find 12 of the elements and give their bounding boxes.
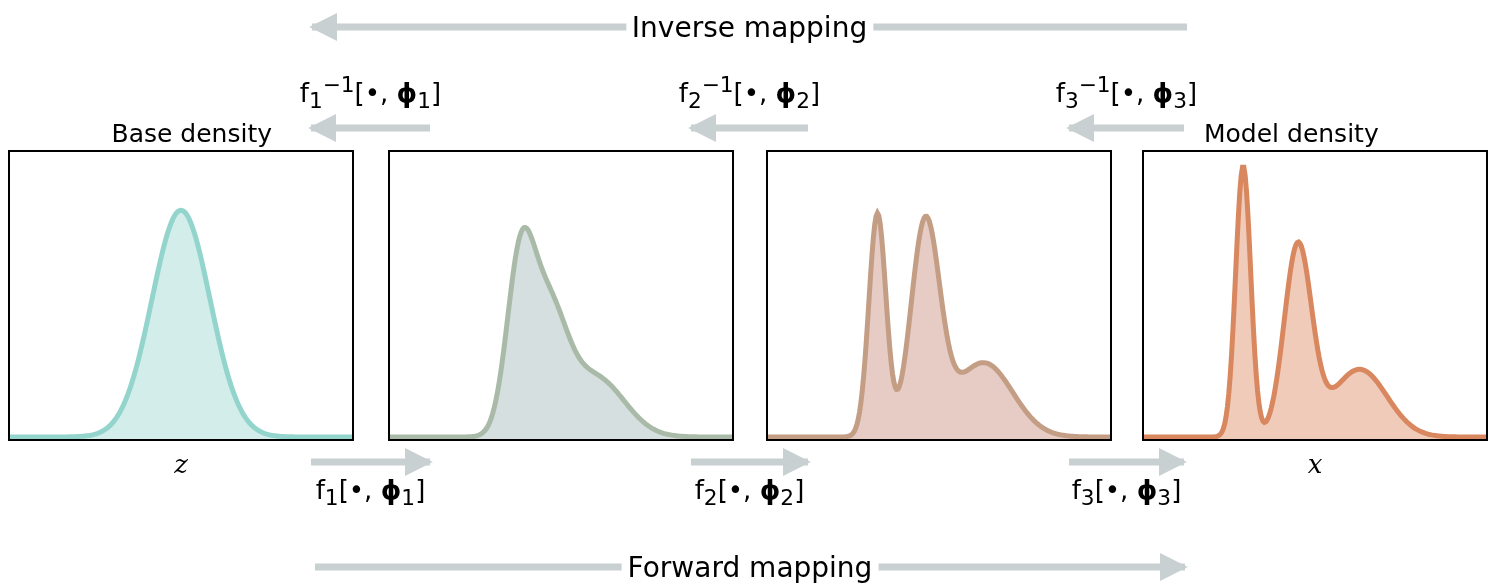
plot-panel	[766, 150, 1112, 441]
edge-label: f$_{2}$$^{−1}$[•, ϕ$_{2}$]	[678, 72, 821, 113]
axis-variable: z	[174, 449, 188, 479]
edge-label: f$_{1}$$^{−1}$[•, ϕ$_{1}$]	[299, 72, 442, 113]
panel-title: Base density	[111, 119, 272, 148]
edge-label: f$_{1}$[•, ϕ$_{1}$]	[315, 475, 426, 511]
axis-variable: x	[1307, 449, 1323, 479]
plot-panel	[388, 150, 734, 441]
edge-label: f$_{2}$[•, ϕ$_{2}$]	[694, 475, 805, 511]
edge-label: f$_{3}$$^{−1}$[•, ϕ$_{3}$]	[1055, 72, 1198, 113]
panel-title: Model density	[1204, 119, 1379, 148]
edge-label: f$_{3}$[•, ϕ$_{3}$]	[1071, 475, 1182, 511]
